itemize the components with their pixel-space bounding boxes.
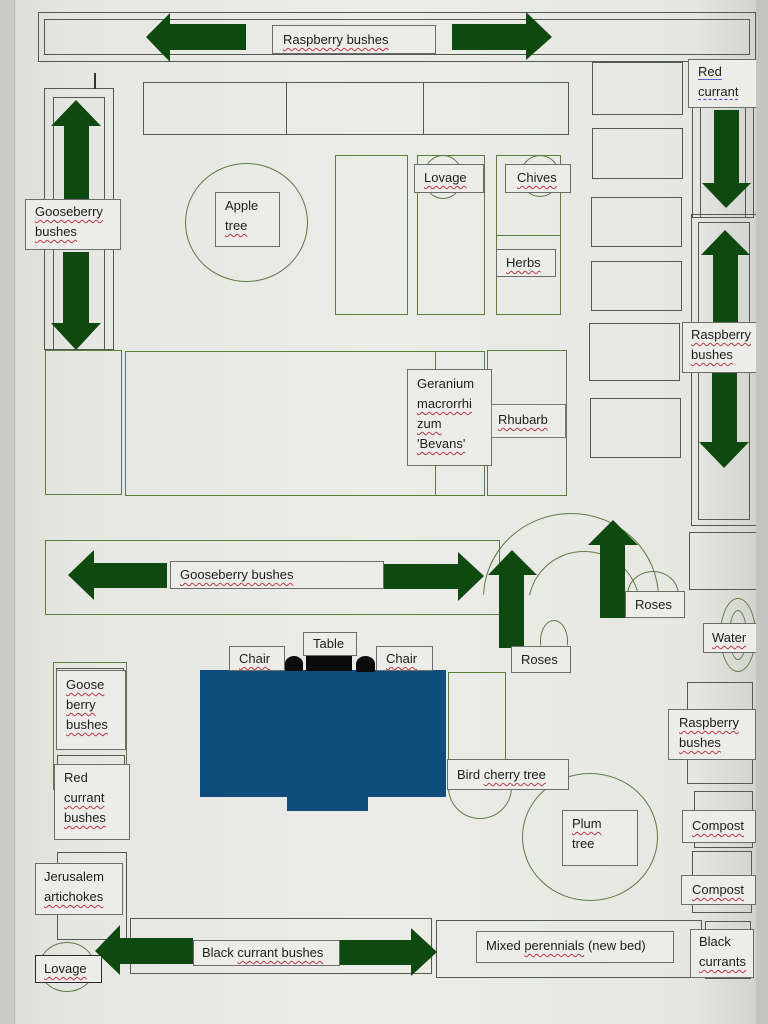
chair-right bbox=[356, 656, 375, 672]
label-raspberry-right: Raspberry bushes bbox=[682, 322, 760, 373]
label-jerusalem-artichokes: Jerusalem artichokes bbox=[35, 863, 123, 915]
label-lovage-bottom: Lovage bbox=[35, 955, 102, 983]
water-bed-top bbox=[689, 532, 757, 590]
plum-tree-canopy bbox=[522, 773, 658, 901]
label-lovage-top: Lovage bbox=[414, 164, 484, 193]
raspberry-strip-inner bbox=[44, 19, 750, 55]
top-bed-2 bbox=[286, 82, 424, 135]
label-compost-1: Compost bbox=[682, 810, 756, 843]
right-bed-5 bbox=[589, 323, 680, 381]
label-water: Water bbox=[703, 623, 757, 653]
label-raspberry-lower: Raspberry bushes bbox=[668, 709, 756, 760]
label-plum-tree: Plum tree bbox=[562, 810, 638, 866]
label-chives: Chives bbox=[505, 164, 571, 193]
label-table: Table bbox=[303, 632, 357, 656]
label-gooseberry-mid: Gooseberry bushes bbox=[170, 561, 384, 589]
label-black-currant-bushes: Black currant bushes bbox=[193, 940, 340, 966]
right-bed-1 bbox=[592, 62, 683, 115]
label-chair-right: Chair bbox=[376, 646, 433, 671]
right-bed-6 bbox=[590, 398, 681, 458]
red-currant-strip-inner bbox=[700, 100, 746, 218]
label-apple-tree: Apple tree bbox=[215, 192, 280, 247]
lovage-bed bbox=[417, 155, 485, 315]
top-bed-1 bbox=[143, 82, 287, 135]
label-compost-2: Compost bbox=[681, 875, 756, 905]
herbs-divider bbox=[496, 235, 561, 237]
label-goose-berry-bushes: Goose berry bushes bbox=[56, 670, 126, 750]
label-bird-cherry: Bird cherry tree bbox=[447, 759, 569, 790]
label-rhubarb: Rhubarb bbox=[491, 404, 566, 438]
label-black-currants: Black currants bbox=[690, 929, 754, 978]
right-bed-4 bbox=[591, 261, 682, 311]
left-lower-bed bbox=[45, 350, 122, 495]
label-herbs: Herbs bbox=[496, 249, 556, 277]
apple-tree-canopy bbox=[185, 163, 308, 282]
label-chair-left: Chair bbox=[229, 646, 285, 671]
label-roses-right: Roses bbox=[625, 591, 685, 618]
label-red-currant: Red currant bbox=[688, 59, 758, 108]
label-raspberry-top: Raspberry bushes bbox=[272, 25, 436, 54]
right-bed-2 bbox=[592, 128, 683, 179]
chair-left bbox=[285, 656, 303, 671]
middle-bed-1 bbox=[335, 155, 408, 315]
right-bed-3 bbox=[591, 197, 682, 247]
label-geranium: Geranium macrorrhi zum 'Bevans' bbox=[407, 369, 492, 466]
label-gooseberry-left: Gooseberry bushes bbox=[25, 199, 121, 250]
bird-cherry-bed bbox=[448, 672, 506, 762]
label-mixed-perennials: Mixed perennials (new bed) bbox=[476, 931, 674, 963]
label-red-currant-bushes: Red currant bushes bbox=[54, 764, 130, 840]
patio-step bbox=[287, 795, 368, 811]
patio bbox=[200, 670, 446, 797]
label-roses-left: Roses bbox=[511, 646, 571, 673]
marker-tick bbox=[94, 73, 96, 89]
table bbox=[306, 653, 352, 671]
top-bed-3 bbox=[423, 82, 569, 135]
